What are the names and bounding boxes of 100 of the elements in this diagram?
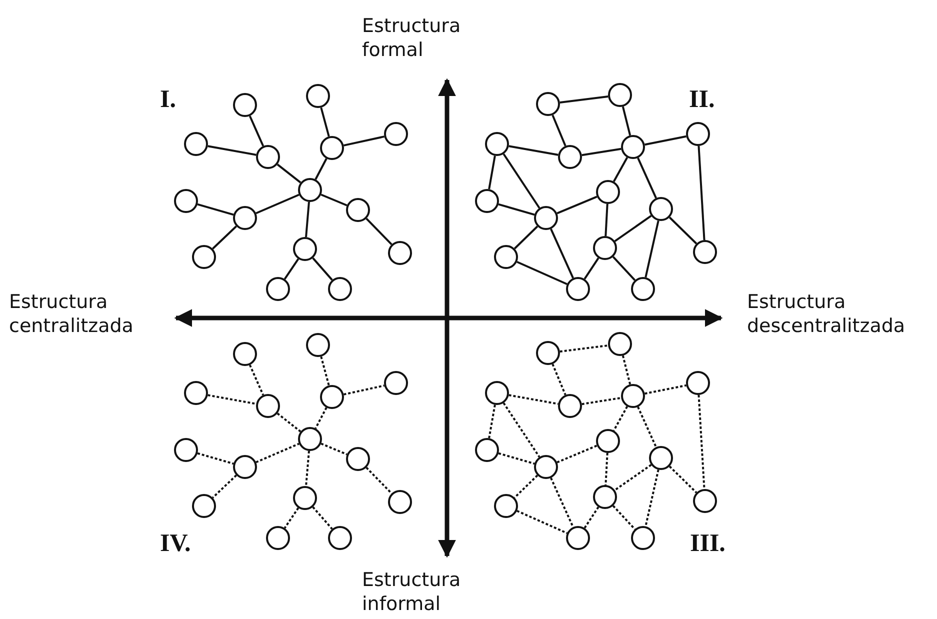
network-node: [256, 394, 280, 418]
link-line: [488, 156, 496, 190]
network-node: [593, 236, 617, 260]
link-line: [604, 204, 608, 236]
link-line: [508, 145, 558, 156]
link-line: [644, 135, 686, 146]
network-node: [693, 240, 717, 264]
dotted-link: [698, 394, 706, 490]
dotted-link: [584, 506, 600, 529]
network-node: [686, 371, 710, 395]
dotted-link: [604, 452, 608, 486]
link-line: [550, 228, 574, 278]
network-node: [485, 132, 509, 156]
network-node: [485, 381, 509, 405]
dotted-link: [248, 364, 264, 396]
dotted-link: [320, 442, 348, 456]
dotted-link: [488, 404, 496, 438]
network-node: [536, 341, 560, 365]
network-node: [649, 446, 673, 470]
network-node: [494, 494, 518, 518]
network-node: [192, 245, 216, 269]
dotted-link: [668, 466, 698, 494]
network-node: [233, 342, 257, 366]
dotted-link: [314, 407, 328, 429]
link-line: [560, 96, 608, 104]
link-line: [498, 203, 535, 216]
link-line: [614, 215, 652, 242]
link-line: [637, 158, 657, 198]
link-line: [197, 203, 234, 216]
network-node: [328, 277, 352, 301]
network-node: [566, 526, 590, 550]
dotted-link: [197, 452, 234, 465]
link-line: [552, 114, 566, 146]
network-node: [233, 93, 257, 117]
link-line: [344, 136, 384, 146]
dotted-link: [305, 450, 310, 486]
network-node: [686, 122, 710, 146]
network-node: [192, 494, 216, 518]
dotted-link: [516, 510, 568, 534]
link-line: [516, 260, 568, 286]
network-node: [346, 447, 370, 471]
network-node: [631, 526, 655, 550]
dotted-link: [612, 406, 628, 431]
network-node: [475, 438, 499, 462]
network-node: [608, 83, 632, 107]
link-line: [212, 226, 237, 250]
network-node: [298, 178, 322, 202]
link-line: [366, 218, 392, 246]
network-node: [306, 333, 330, 357]
quadrant-number: I.: [160, 86, 176, 114]
link-line: [248, 116, 264, 146]
network-node: [593, 485, 617, 509]
network-node: [256, 145, 280, 169]
network-node: [384, 371, 408, 395]
network-node: [558, 394, 582, 418]
link-line: [644, 220, 660, 278]
network-node: [534, 455, 558, 479]
link-line: [698, 146, 706, 240]
dotted-link: [644, 384, 686, 395]
network-node: [621, 135, 645, 159]
network-node: [184, 132, 208, 156]
dotted-link: [366, 466, 392, 494]
link-line: [314, 158, 328, 180]
network-node: [621, 384, 645, 408]
link-line: [320, 194, 348, 206]
dotted-link: [550, 478, 574, 528]
axis-label: Estructura informal: [362, 568, 462, 616]
network-node: [293, 237, 317, 261]
network-node: [328, 526, 352, 550]
network-node: [608, 332, 632, 356]
quadrant-number: IV.: [160, 530, 191, 558]
dotted-link: [312, 506, 333, 530]
dotted-link: [276, 412, 302, 432]
dotted-link: [208, 394, 256, 405]
link-line: [305, 202, 310, 238]
dotted-link: [256, 442, 300, 464]
link-line: [612, 157, 628, 182]
network-node: [536, 92, 560, 116]
network-node: [298, 427, 322, 451]
network-node: [649, 197, 673, 221]
link-line: [668, 216, 698, 244]
dotted-link: [514, 474, 538, 498]
network-node: [388, 490, 412, 514]
network-node: [346, 198, 370, 222]
dotted-link: [552, 364, 566, 396]
link-line: [208, 145, 256, 156]
dotted-link: [502, 402, 540, 458]
link-line: [276, 164, 302, 184]
dotted-link: [560, 344, 608, 352]
dotted-link: [644, 469, 660, 527]
network-node: [184, 381, 208, 405]
link-line: [612, 256, 636, 281]
link-line: [502, 153, 540, 209]
link-line: [320, 107, 330, 137]
quadrant-number: III.: [690, 530, 726, 558]
axis-label: Estructura descentralitzada: [747, 290, 906, 338]
network-node: [233, 455, 257, 479]
axis-label: Estructura centralitzada: [9, 290, 134, 338]
network-node: [266, 526, 290, 550]
link-line: [256, 194, 300, 214]
